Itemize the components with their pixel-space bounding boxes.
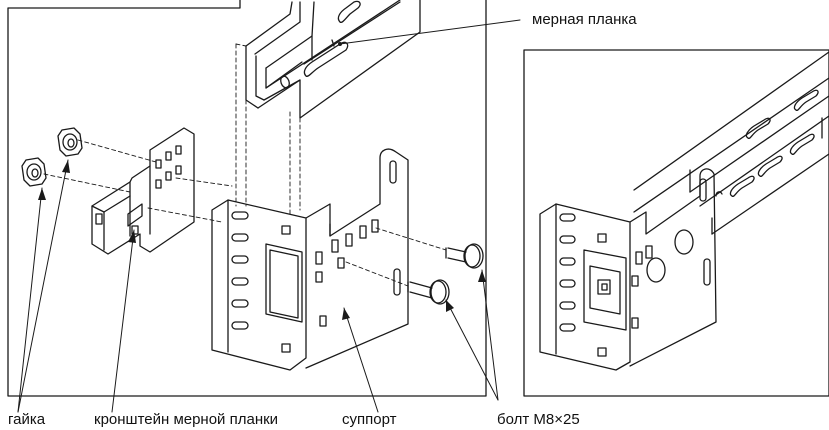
- bolt-upper: [445, 243, 484, 269]
- left-panel-frame: [7, 0, 487, 397]
- assembled-rail: [633, 51, 829, 235]
- alignment-lines-nuts: [43, 139, 233, 223]
- right-panel-frame: [523, 49, 829, 397]
- alignment-lines-rail: [235, 43, 301, 217]
- label-measuring-rail: мерная планка: [532, 11, 637, 28]
- label-rail-bracket: кронштейн мерной планки: [94, 411, 279, 428]
- alignment-lines-bolts: [345, 227, 447, 287]
- leader-arrowheads: [38, 42, 486, 320]
- label-nut: гайка: [8, 411, 46, 428]
- label-support: суппорт: [342, 411, 397, 428]
- nut-upper: [57, 127, 83, 157]
- rail-bracket: [91, 127, 195, 255]
- support: [211, 148, 409, 371]
- assembled-support: [539, 168, 717, 371]
- measuring-rail: [245, 0, 421, 119]
- leader-lines: [17, 19, 521, 413]
- label-bolt: болт М8×25: [497, 411, 580, 428]
- bolt-lower: [407, 279, 450, 305]
- nut-lower: [21, 157, 47, 187]
